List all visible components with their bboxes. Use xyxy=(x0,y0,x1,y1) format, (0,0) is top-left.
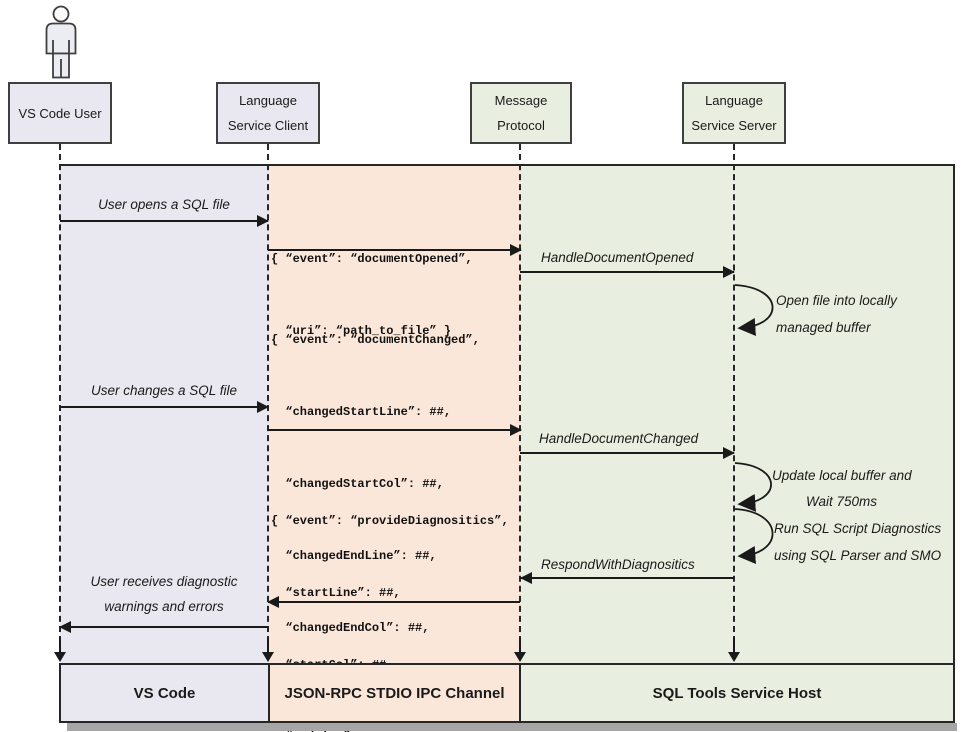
lifeline-end-arrow xyxy=(728,638,740,662)
footer-box-vscode: VS Code xyxy=(59,663,270,723)
label-handle-document-changed: HandleDocumentChanged xyxy=(539,431,699,446)
actor-label-line: Service Client xyxy=(227,118,309,133)
actor-label-line: Protocol xyxy=(497,118,545,133)
arrow-handle-document-opened xyxy=(520,266,735,278)
json-line: { “event”: “documentOpened”, xyxy=(271,252,473,266)
arrow-document-changed xyxy=(268,424,522,436)
json-line: { “event”: “documentChanged”, xyxy=(271,333,480,347)
arrow-user-changes-file xyxy=(60,401,269,413)
label-open-buffer-line1: Open file into locally xyxy=(776,293,897,308)
lifeline-end-arrow xyxy=(514,638,526,662)
json-line: “changedEndLine”: ##, xyxy=(271,549,437,563)
json-message-document-opened: { “event”: “documentOpened”, “uri”: “pat… xyxy=(271,199,473,391)
json-line: “changedEndCol”: ##, xyxy=(271,621,430,635)
json-line: { “event”: “provideDiagnositics”, xyxy=(271,514,509,528)
actor-box-vscode-user: VS Code User xyxy=(8,82,112,144)
band-top-border xyxy=(59,164,955,166)
footer-box-ipc-channel: JSON-RPC STDIO IPC Channel xyxy=(268,663,521,723)
label-user-receives-line1: User receives diagnostic xyxy=(90,574,238,589)
label-update-buffer-line2: Wait 750ms xyxy=(806,494,878,509)
band-ipc-lane xyxy=(269,166,521,663)
json-line: “changedStartCol”: ##, xyxy=(271,477,444,491)
lifeline-service-server xyxy=(733,144,735,642)
label-user-opens-file: User opens a SQL file xyxy=(98,197,230,212)
lifeline-end-arrow xyxy=(262,638,274,662)
band-vscode-lane xyxy=(60,166,269,663)
arrow-handle-document-changed xyxy=(520,447,735,459)
footer-label: JSON-RPC STDIO IPC Channel xyxy=(284,684,505,702)
label-open-buffer-line2: managed buffer xyxy=(776,320,871,335)
actor-label-line: Message xyxy=(494,93,548,108)
label-user-changes-file: User changes a SQL file xyxy=(90,383,238,398)
label-update-buffer-line1: Update local buffer and xyxy=(772,468,912,483)
arrow-document-opened xyxy=(268,244,522,256)
band-right-border xyxy=(953,164,955,723)
footer-label: SQL Tools Service Host xyxy=(652,684,822,702)
label-respond-with-diagnostics: RespondWithDiagnositics xyxy=(541,557,695,572)
footer-box-service-host: SQL Tools Service Host xyxy=(519,663,955,723)
actor-label-line: Language xyxy=(239,93,297,108)
band-host-lane xyxy=(521,166,954,663)
label-handle-document-opened: HandleDocumentOpened xyxy=(541,250,694,265)
label-user-receives-line2: warnings and errors xyxy=(104,599,224,614)
arrow-diagnostics-to-client xyxy=(267,596,520,608)
arrow-diagnostics-to-user xyxy=(59,621,268,633)
actor-box-language-service-client: Language Service Client xyxy=(216,82,320,144)
json-line: “uri”: “path_to_file” } xyxy=(271,324,452,338)
lifeline-end-arrow xyxy=(54,638,66,662)
lifeline-vscode-user xyxy=(59,144,61,642)
lifeline-service-client xyxy=(267,144,269,642)
footer-shadow xyxy=(67,723,957,731)
actor-label-line: Language xyxy=(705,93,763,108)
actor-label-line: Service Server xyxy=(691,118,777,133)
label-run-diagnostics-line2: using SQL Parser and SMO xyxy=(774,548,942,563)
lifeline-message-protocol xyxy=(519,144,521,642)
actor-box-message-protocol: Message Protocol xyxy=(470,82,572,144)
json-line: “changedStartLine”: ##, xyxy=(271,405,452,419)
arrow-respond-with-diagnostics xyxy=(520,572,734,584)
actor-label: VS Code User xyxy=(18,105,102,121)
json-line: “endLine”: ##, xyxy=(271,725,509,732)
arrow-user-opens-file xyxy=(60,215,269,227)
actor-box-language-service-server: Language Service Server xyxy=(682,82,786,144)
footer-label: VS Code xyxy=(133,684,196,702)
json-line: “startLine”: ##, xyxy=(271,586,401,600)
person-icon xyxy=(45,5,77,79)
label-run-diagnostics-line1: Run SQL Script Diagnostics xyxy=(774,521,942,536)
